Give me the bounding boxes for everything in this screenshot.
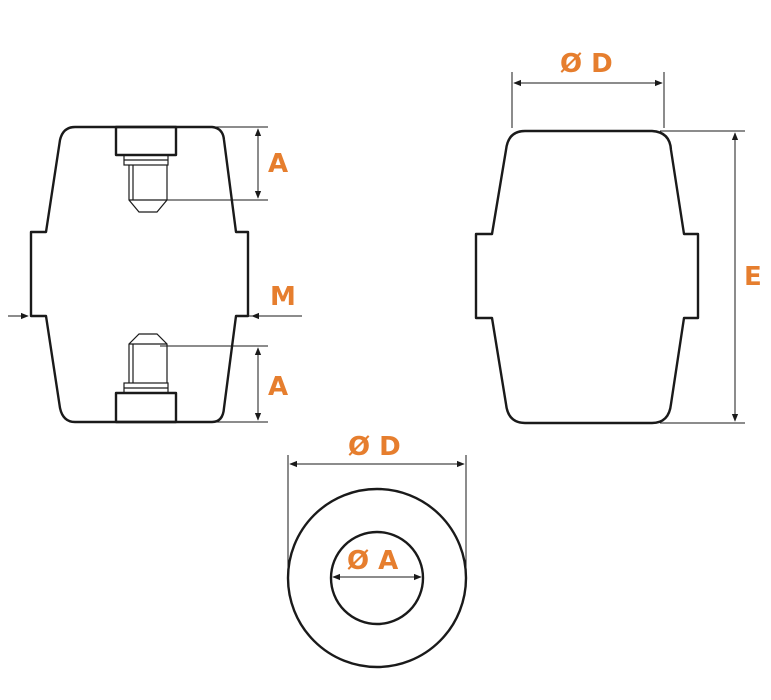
- top-view: Ø D Ø A: [286, 432, 468, 669]
- inner-circle: [329, 530, 425, 626]
- label-height: E: [744, 262, 762, 292]
- front-view: A M A: [8, 125, 302, 424]
- label-top-outer-diameter: Ø D: [348, 432, 401, 462]
- front-view-body-outline: [29, 125, 250, 424]
- label-side-diameter: Ø D: [560, 49, 613, 79]
- top-threaded-insert: [114, 125, 178, 213]
- label-m: M: [270, 282, 296, 312]
- side-view: Ø D E: [474, 49, 762, 425]
- label-a-bottom: A: [268, 372, 288, 402]
- outer-circle: [286, 487, 468, 669]
- label-top-inner-diameter: Ø A: [347, 546, 398, 576]
- label-a-top: A: [268, 149, 288, 179]
- side-view-body-outline: [474, 129, 700, 425]
- bottom-threaded-insert: [114, 333, 178, 424]
